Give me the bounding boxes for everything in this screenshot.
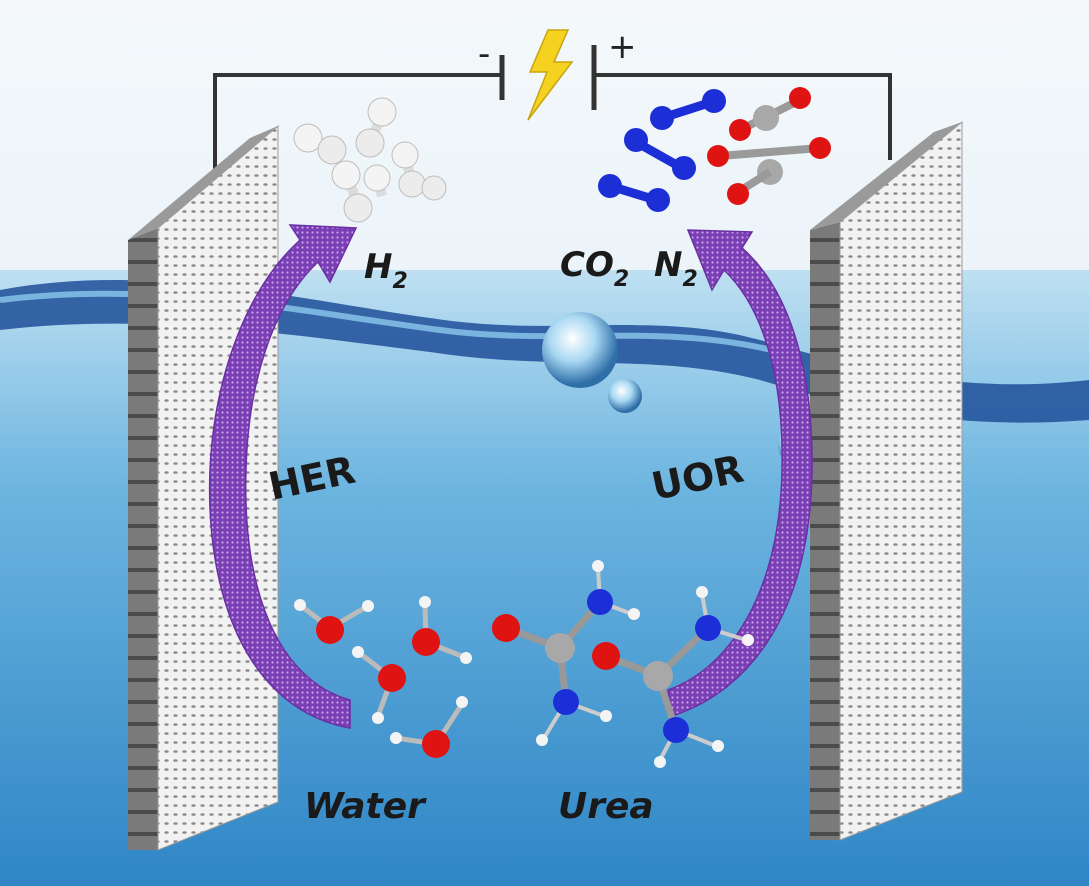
carbon-dioxide-molecules: [707, 87, 831, 205]
water-label: Water: [304, 786, 427, 827]
n2-label: N2: [654, 245, 698, 292]
urea-molecule-1: [492, 560, 640, 746]
cathode-electrode: [128, 124, 279, 851]
wire-left: [213, 73, 500, 180]
co2-label: CO2: [560, 245, 629, 292]
water-molecules: [294, 596, 472, 758]
battery-positive-sign: +: [608, 27, 637, 67]
her-arrow: [208, 224, 358, 729]
h2-label: H2: [364, 247, 408, 294]
anode-electrode: [810, 120, 963, 841]
nitrogen-molecules: [598, 89, 726, 212]
urea-molecule-2: [592, 586, 754, 768]
urea-label: Urea: [558, 786, 654, 827]
water-bubble-large: [542, 312, 618, 388]
hydrogen-molecules: [293, 97, 447, 223]
water-bubble-small: [608, 379, 642, 413]
battery-negative-sign: -: [478, 34, 490, 74]
uor-arrow: [667, 229, 813, 717]
lightning-bolt-icon: [527, 29, 574, 121]
urea-molecules: [492, 560, 754, 768]
wire-right: [596, 73, 892, 160]
